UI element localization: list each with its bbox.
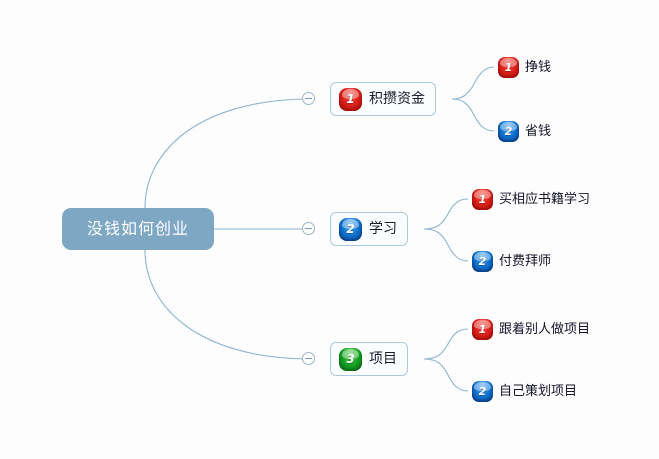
branch-node-3[interactable]: 3 项目: [330, 342, 408, 376]
branch-node-1[interactable]: 1 积攒资金: [330, 82, 436, 116]
leaf-node-3-1[interactable]: 1 跟着别人做项目: [472, 318, 590, 340]
root-node-label: 没钱如何创业: [86, 219, 189, 238]
leaf-node-3-2-label: 自己策划项目: [499, 383, 578, 399]
leaf-node-2-1[interactable]: 1 买相应书籍学习: [472, 188, 590, 210]
branch-node-2-label: 学习: [369, 221, 397, 237]
edge-branch-2-to-leaf-1: [423, 198, 469, 230]
edge-branch-3-to-leaf-1: [423, 328, 469, 360]
collapse-toggle-branch-3[interactable]: [302, 352, 315, 365]
edge-branch-3-to-leaf-2: [423, 358, 469, 392]
badge-number: 1: [478, 322, 487, 336]
leaf-node-2-2[interactable]: 2 付费拜师: [472, 250, 551, 272]
leaf-node-2-2-label: 付费拜师: [499, 253, 552, 269]
badge-number: 1: [346, 92, 355, 106]
edge-branch-2-to-leaf-2: [423, 228, 469, 262]
leaf-node-1-2-label: 省钱: [525, 123, 552, 139]
number-badge-blue-1-2: 2: [498, 120, 519, 142]
leaf-node-1-2[interactable]: 2 省钱: [498, 120, 551, 142]
badge-number: 2: [346, 222, 355, 236]
leaf-node-3-1-label: 跟着别人做项目: [499, 321, 591, 337]
number-badge-red-2-1: 1: [472, 188, 493, 210]
number-badge-blue-2-2: 2: [472, 250, 493, 272]
branch-node-2[interactable]: 2 学习: [330, 212, 408, 246]
leaf-node-2-1-label: 买相应书籍学习: [499, 191, 591, 207]
collapse-toggle-branch-1[interactable]: [302, 92, 315, 105]
root-node[interactable]: 没钱如何创业: [62, 208, 214, 250]
badge-number: 1: [504, 60, 513, 74]
badge-number: 1: [478, 192, 487, 206]
edge-branch-1-to-leaf-2: [451, 98, 495, 132]
badge-number: 2: [478, 384, 487, 398]
badge-number: 3: [346, 352, 355, 366]
collapse-toggle-branch-2[interactable]: [302, 222, 315, 235]
branch-node-1-label: 积攒资金: [369, 91, 425, 107]
badge-number: 2: [478, 254, 487, 268]
branch-node-3-label: 项目: [369, 351, 397, 367]
leaf-node-3-2[interactable]: 2 自己策划项目: [472, 380, 577, 402]
edge-root-to-branch-3: [144, 249, 309, 360]
edge-branch-1-to-leaf-1: [451, 66, 495, 100]
edge-root-to-branch-1: [144, 98, 309, 209]
number-badge-red-3-1: 1: [472, 318, 493, 340]
number-badge-red-1-1: 1: [498, 56, 519, 78]
number-badge-blue-3-2: 2: [472, 380, 493, 402]
leaf-node-1-1[interactable]: 1 挣钱: [498, 56, 551, 78]
number-badge-green-3: 3: [339, 347, 362, 371]
number-badge-blue-2: 2: [339, 217, 362, 241]
number-badge-red-1: 1: [339, 87, 362, 111]
leaf-node-1-1-label: 挣钱: [525, 59, 552, 75]
badge-number: 2: [504, 124, 513, 138]
